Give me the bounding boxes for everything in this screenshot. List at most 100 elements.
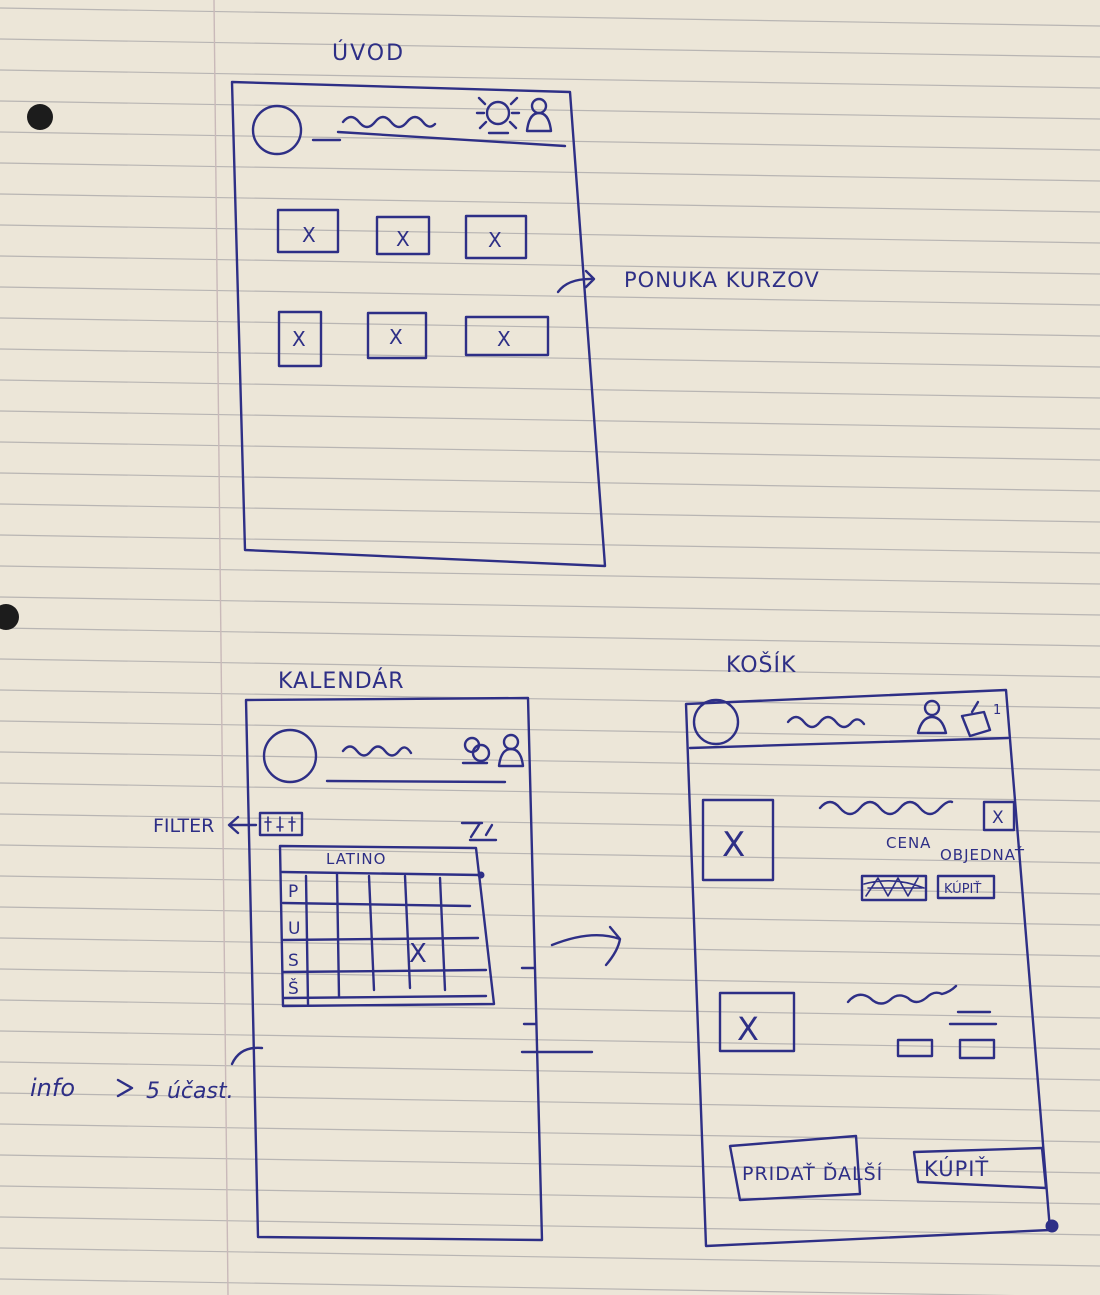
ruled-line <box>0 472 1100 492</box>
filter-icon[interactable] <box>258 811 304 837</box>
info-pointer <box>230 1046 264 1066</box>
header-title-scribble <box>341 115 437 129</box>
ruled-line <box>0 1216 1100 1236</box>
header-underline <box>325 779 507 784</box>
user-icon[interactable] <box>916 699 948 735</box>
calendar-header: LATINO <box>326 850 386 868</box>
course-tile[interactable] <box>464 214 528 260</box>
user-icon[interactable] <box>497 733 525 768</box>
item-action-box[interactable] <box>958 1038 996 1060</box>
day-label: Š <box>288 977 299 999</box>
course-tile[interactable] <box>375 215 431 256</box>
booked-cell-mark[interactable]: X <box>409 939 427 969</box>
kalendar-frame <box>244 696 544 1242</box>
ruled-line <box>0 286 1100 306</box>
remove-item-button[interactable] <box>982 800 1016 832</box>
ruled-line <box>0 689 1100 709</box>
ruled-line <box>0 565 1100 585</box>
ruled-line <box>0 937 1100 957</box>
ruled-line <box>0 627 1100 647</box>
kalendar-sketch: KALENDÁR FILTER LATINO <box>30 668 594 1242</box>
ruled-line <box>0 596 1100 616</box>
header-title-scribble <box>786 715 866 729</box>
item-image <box>701 798 775 882</box>
buy-button[interactable]: KÚPIŤ <box>912 1146 1048 1190</box>
ruled-line <box>0 317 1100 337</box>
remove-item-mark: X <box>992 808 1004 828</box>
buy-small-label: KÚPIŤ <box>944 881 981 897</box>
ruled-line <box>0 906 1100 926</box>
kosik-sketch: KOŠÍK 1 X X CENA OBJEDNAŤ <box>684 652 1059 1248</box>
margin-line <box>213 0 229 1295</box>
item-image-mark: X <box>722 825 745 865</box>
header-underline <box>336 130 567 148</box>
ruled-line <box>0 1123 1100 1143</box>
logo-circle-icon <box>692 698 740 746</box>
ruled-line <box>0 379 1100 399</box>
item-title-scribble <box>818 800 954 816</box>
ruled-line <box>0 751 1100 771</box>
course-tile-mark: X <box>389 325 403 349</box>
info-note-right: 5 účast. <box>146 1079 234 1104</box>
ruled-line <box>0 38 1100 58</box>
punch-hole <box>27 104 53 130</box>
ruled-line <box>0 410 1100 430</box>
course-tile[interactable] <box>277 310 323 368</box>
bug-icon[interactable] <box>475 96 521 135</box>
price-label: CENA <box>886 834 931 852</box>
user-icon[interactable] <box>525 97 553 133</box>
day-label: U <box>288 919 300 939</box>
add-more-button[interactable]: PRIDAŤ ĎALŠÍ <box>728 1134 883 1202</box>
calendar-frame <box>278 844 496 1008</box>
ruled-line <box>0 720 1100 740</box>
order-label: OBJEDNAŤ <box>940 845 1025 864</box>
cart-badge: 1 <box>993 703 1001 718</box>
day-label: P <box>288 882 298 902</box>
ruled-line <box>0 1185 1100 1205</box>
buy-label: KÚPIŤ <box>924 1156 989 1181</box>
annotation-arrow <box>556 269 596 294</box>
ruled-line <box>0 162 1100 182</box>
ruled-line <box>0 1278 1015 1295</box>
item-action-box[interactable] <box>896 1038 934 1058</box>
course-tile[interactable] <box>366 311 428 360</box>
day-label: S <box>288 951 299 971</box>
ink-blot <box>1045 1219 1059 1233</box>
ruled-line <box>0 1092 1100 1112</box>
course-tile[interactable] <box>464 315 550 357</box>
logo-circle-icon <box>251 104 303 156</box>
scrollbar-ticks[interactable] <box>520 966 594 1054</box>
cart-item: X X CENA OBJEDNAŤ KÚPIŤ <box>701 798 1025 902</box>
kalendar-title: KALENDÁR <box>278 668 405 694</box>
course-tile-mark: X <box>497 327 511 351</box>
edit-icon[interactable] <box>460 821 498 842</box>
ruled-line <box>0 813 1100 833</box>
flow-arrow <box>550 925 622 967</box>
ruled-line <box>0 1247 1100 1267</box>
calendar-bottom <box>282 994 488 1000</box>
ruled-line <box>0 224 1100 244</box>
ruled-line <box>0 534 1100 554</box>
punch-hole <box>0 604 19 630</box>
item-image-mark: X <box>737 1010 759 1048</box>
price-scribble <box>860 874 928 902</box>
buy-small-button[interactable]: KÚPIŤ <box>936 874 996 900</box>
calendar-rows <box>281 901 488 974</box>
course-tile[interactable] <box>276 208 340 254</box>
info-note-left: info <box>30 1074 75 1102</box>
header-title-scribble <box>341 745 413 757</box>
uvod-annotation: PONUKA KURZOV <box>624 268 820 292</box>
item-image <box>718 991 796 1053</box>
calendar-table: LATINO P U S Š X <box>278 844 496 1008</box>
filter-label: FILTER <box>153 815 214 837</box>
info-note-arrow <box>116 1078 134 1098</box>
ruled-line <box>0 348 1100 368</box>
uvod-title: ÚVOD <box>332 40 405 66</box>
group-icon[interactable] <box>461 736 491 765</box>
cart-icon[interactable]: 1 <box>960 700 1001 738</box>
item-title-scribble <box>846 984 958 1005</box>
ruled-line <box>0 1061 1100 1081</box>
ruled-line <box>0 193 1100 213</box>
calendar-header-line <box>280 870 482 877</box>
